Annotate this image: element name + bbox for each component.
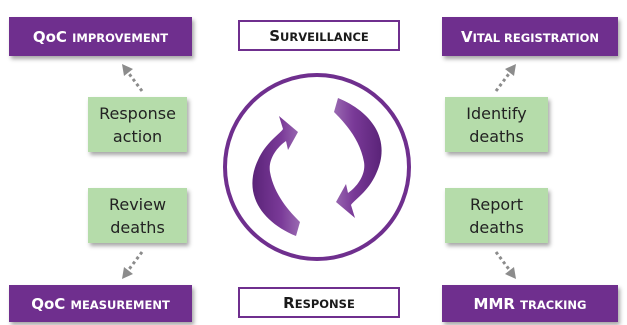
- identify-deaths-line2: deaths: [469, 126, 524, 146]
- report-deaths-box: Report deaths: [445, 188, 548, 243]
- surveillance-label-box: Surveillance: [238, 20, 400, 51]
- identify-deaths-line1: Identify: [466, 103, 527, 123]
- qoc-improvement-lead: QoC: [32, 27, 67, 46]
- qoc-measurement-lead: QoC: [31, 294, 66, 313]
- qoc-improvement-rest: improvement: [72, 30, 169, 45]
- review-deaths-box: Review deaths: [88, 188, 187, 243]
- vital-registration-lead: V: [460, 27, 473, 46]
- arrow-to-qoc-measurement: [125, 251, 144, 273]
- response-rest: esponse: [294, 296, 355, 311]
- cycle-arrow-left-icon: [252, 116, 300, 236]
- arrowhead-mmr-tracking-icon: [505, 267, 516, 279]
- vital-registration-rest: ital registration: [472, 30, 599, 45]
- response-action-line2: action: [112, 126, 163, 146]
- response-action-box: Response action: [88, 97, 187, 152]
- arrowhead-vital-registration-icon: [505, 64, 516, 76]
- vital-registration-box: Vital registration: [442, 17, 618, 56]
- arrow-to-qoc-improvement: [125, 70, 144, 92]
- review-deaths-line1: Review: [108, 194, 167, 214]
- arrow-to-mmr-tracking: [494, 251, 513, 273]
- arrow-to-vital-registration: [494, 70, 513, 92]
- response-action-line1: Response: [99, 103, 176, 123]
- mmr-tracking-box: MMR tracking: [442, 285, 618, 322]
- review-deaths-line2: deaths: [110, 217, 165, 237]
- identify-deaths-box: Identify deaths: [445, 97, 548, 152]
- mmr-tracking-rest: tracking: [520, 297, 587, 312]
- cycle-circle: [223, 73, 411, 261]
- arrowhead-qoc-improvement-icon: [122, 64, 133, 76]
- qoc-improvement-box: QoC improvement: [9, 17, 192, 56]
- report-deaths-line1: Report: [469, 194, 524, 214]
- surveillance-lead: S: [269, 26, 281, 45]
- qoc-measurement-box: QoC measurement: [9, 285, 192, 322]
- report-deaths-line2: deaths: [469, 217, 524, 237]
- arrowhead-qoc-measurement-icon: [122, 267, 133, 279]
- surveillance-rest: urveillance: [280, 29, 369, 44]
- cycle-arrow-right-icon: [334, 98, 382, 218]
- response-label-box: Response: [238, 287, 400, 318]
- mmr-tracking-lead: MMR: [473, 294, 515, 313]
- qoc-measurement-rest: measurement: [70, 297, 170, 312]
- response-lead: R: [283, 293, 295, 312]
